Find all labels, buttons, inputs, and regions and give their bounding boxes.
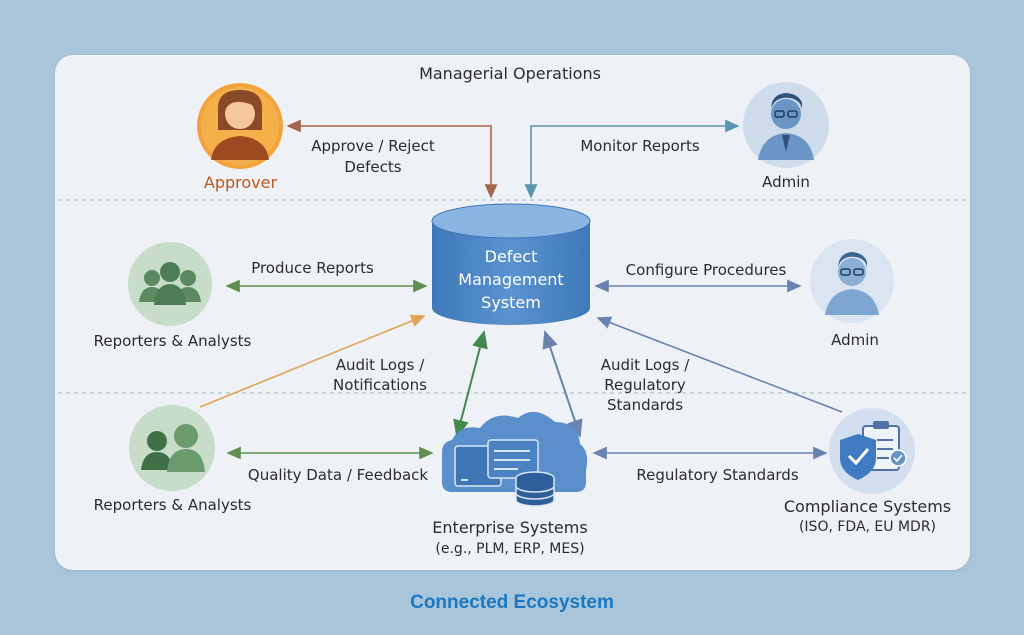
- approve-arrow: [286, 119, 498, 199]
- db-enterprise-blue-arrow: [542, 330, 583, 438]
- reporters-group-icon: [128, 242, 212, 326]
- reporters-group-icon: [129, 405, 215, 491]
- audit-regulatory-label-line3: Standards: [606, 396, 684, 414]
- enterprise-systems-label-line1: Enterprise Systems: [432, 518, 588, 537]
- compliance-systems-label-line2: (ISO, FDA, EU MDR): [798, 519, 937, 535]
- approve-reject-label-line1: Approve / Reject: [311, 137, 435, 155]
- approver-label: Approver: [203, 173, 278, 192]
- audit-regulatory-label-line1: Audit Logs /: [600, 356, 690, 374]
- admin-top-label: Admin: [762, 173, 810, 191]
- audit-regulatory-label-line2: Regulatory: [604, 376, 686, 394]
- audit-regulatory-arrow: [596, 316, 843, 413]
- monitor-arrow: [524, 119, 740, 199]
- defect-management-system-label: Defect Management System: [434, 245, 588, 314]
- produce-reports-label: Produce Reports: [251, 259, 374, 277]
- monitor-reports-label: Monitor Reports: [580, 137, 700, 155]
- quality-data-label: Quality Data / Feedback: [247, 466, 429, 484]
- configure-procedures-label: Configure Procedures: [625, 261, 787, 279]
- admin-mid-label: Admin: [831, 331, 879, 349]
- database-icon: [431, 203, 591, 325]
- admin-person-icon: [743, 82, 829, 168]
- compliance-shield-icon: [829, 408, 915, 494]
- db-label-line2: Management: [458, 270, 564, 289]
- connected-ecosystem-title: Connected Ecosystem: [410, 592, 614, 613]
- managerial-operations-title: Managerial Operations: [419, 64, 601, 83]
- audit-notifications-label-line2: Notifications: [333, 376, 427, 394]
- db-enterprise-green-arrow: [453, 330, 488, 438]
- enterprise-server-icon: [442, 411, 588, 507]
- admin-person-icon: [810, 239, 894, 323]
- reporters-analysts-bottom-label: Reporters & Analysts: [93, 496, 252, 514]
- db-label-line3: System: [481, 293, 541, 312]
- compliance-systems-label-line1: Compliance Systems: [783, 497, 952, 516]
- audit-notifications-arrow: [199, 314, 426, 408]
- regulatory-standards-label: Regulatory Standards: [636, 466, 799, 484]
- reporters-analysts-mid-label: Reporters & Analysts: [93, 332, 252, 350]
- audit-notifications-label-line1: Audit Logs /: [335, 356, 425, 374]
- approver-person-icon: [197, 83, 283, 169]
- approve-reject-label-line2: Defects: [344, 158, 402, 176]
- db-label-line1: Defect: [484, 247, 538, 266]
- enterprise-systems-label-line2: (e.g., PLM, ERP, MES): [435, 541, 585, 557]
